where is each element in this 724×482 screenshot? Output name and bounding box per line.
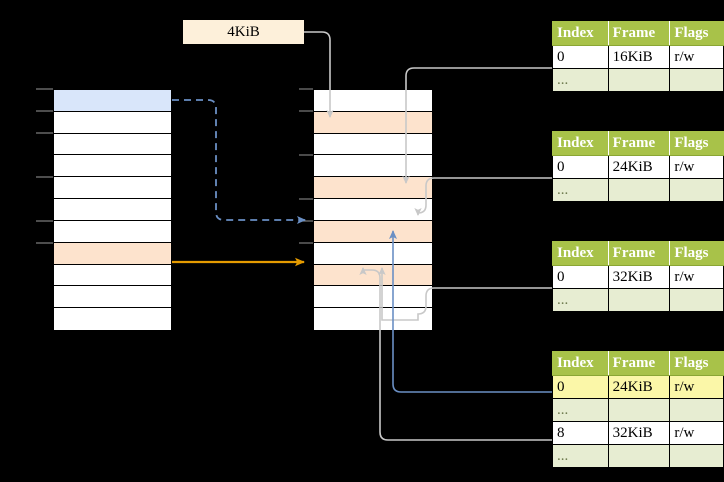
header-index: Index xyxy=(552,21,609,46)
connector-pt2-to-mem xyxy=(414,177,552,216)
cell-frame: 16KiB xyxy=(607,45,671,69)
cell-frame xyxy=(607,288,671,312)
cell-index: 0 xyxy=(552,45,609,69)
table-row[interactable]: 0 16KiB r/w xyxy=(552,45,724,69)
physical-memory-column xyxy=(313,89,433,331)
cell-frame: 24KiB xyxy=(607,155,671,179)
table-row[interactable]: 0 24KiB r/w xyxy=(552,375,724,399)
page-table-4: Index Frame Flags 0 24KiB r/w ... 8 32Ki… xyxy=(552,351,724,468)
virtual-page-row[interactable] xyxy=(54,199,171,221)
header-frame: Frame xyxy=(607,21,671,46)
physical-frame-row[interactable] xyxy=(314,155,432,178)
cell-index: ... xyxy=(552,288,609,312)
cell-flags xyxy=(669,444,724,468)
left-column-ticks xyxy=(36,88,53,244)
cell-frame: 32KiB xyxy=(607,265,671,289)
virtual-page-row[interactable] xyxy=(54,242,171,265)
page-size-label: 4KiB xyxy=(183,20,304,44)
virtual-page-row[interactable] xyxy=(54,111,171,134)
header-frame: Frame xyxy=(607,351,671,376)
cell-flags xyxy=(669,68,724,92)
cell-flags xyxy=(669,288,724,312)
table-row[interactable]: 8 32KiB r/w xyxy=(552,421,724,445)
cell-index: ... xyxy=(552,444,609,468)
physical-frame-row[interactable] xyxy=(314,133,432,156)
table-header-row: Index Frame Flags xyxy=(552,21,724,46)
connector-blue-page-mapping xyxy=(172,99,306,224)
physical-frame-row[interactable] xyxy=(314,308,432,330)
physical-frame-row[interactable] xyxy=(314,264,432,287)
cell-index: 8 xyxy=(552,421,609,445)
table-header-row: Index Frame Flags xyxy=(552,241,724,266)
table-row[interactable]: ... xyxy=(552,444,724,468)
header-flags: Flags xyxy=(669,241,724,266)
cell-frame xyxy=(607,68,671,92)
table-row[interactable]: 0 32KiB r/w xyxy=(552,265,724,289)
header-frame: Frame xyxy=(607,131,671,156)
header-index: Index xyxy=(552,241,609,266)
header-flags: Flags xyxy=(669,131,724,156)
page-table-3: Index Frame Flags 0 32KiB r/w ... xyxy=(552,241,724,312)
header-index: Index xyxy=(552,131,609,156)
virtual-page-row[interactable] xyxy=(54,133,171,156)
cell-frame xyxy=(607,398,671,422)
cell-frame: 24KiB xyxy=(607,375,671,399)
cell-index: ... xyxy=(552,398,609,422)
cell-flags: r/w xyxy=(669,155,724,179)
table-row[interactable]: ... xyxy=(552,68,724,92)
virtual-page-row[interactable] xyxy=(54,177,171,200)
virtual-page-row[interactable] xyxy=(54,308,171,330)
virtual-page-row[interactable] xyxy=(54,90,171,112)
table-row[interactable]: ... xyxy=(552,398,724,422)
physical-frame-row[interactable] xyxy=(314,90,432,112)
cell-frame xyxy=(607,444,671,468)
table-header-row: Index Frame Flags xyxy=(552,131,724,156)
page-table-1: Index Frame Flags 0 16KiB r/w ... xyxy=(552,21,724,92)
header-flags: Flags xyxy=(669,351,724,376)
physical-frame-row[interactable] xyxy=(314,111,432,134)
cell-flags: r/w xyxy=(669,375,724,399)
physical-frame-row[interactable] xyxy=(314,199,432,221)
table-row[interactable]: ... xyxy=(552,288,724,312)
virtual-page-row[interactable] xyxy=(54,220,171,243)
cell-index: 0 xyxy=(552,155,609,179)
cell-flags xyxy=(669,178,724,202)
header-index: Index xyxy=(552,351,609,376)
cell-flags xyxy=(669,398,724,422)
header-flags: Flags xyxy=(669,21,724,46)
middle-column-ticks xyxy=(299,88,313,244)
virtual-page-row[interactable] xyxy=(54,286,171,309)
cell-index: 0 xyxy=(552,375,609,399)
physical-frame-row[interactable] xyxy=(314,286,432,309)
table-header-row: Index Frame Flags xyxy=(552,351,724,376)
table-row[interactable]: 0 24KiB r/w xyxy=(552,155,724,179)
physical-frame-row[interactable] xyxy=(314,220,432,243)
cell-frame: 32KiB xyxy=(607,421,671,445)
physical-frame-row[interactable] xyxy=(314,177,432,200)
cell-index: ... xyxy=(552,178,609,202)
cell-frame xyxy=(607,178,671,202)
header-frame: Frame xyxy=(607,241,671,266)
cell-index: 0 xyxy=(552,265,609,289)
virtual-address-space-column xyxy=(53,89,172,331)
cell-flags: r/w xyxy=(669,421,724,445)
cell-index: ... xyxy=(552,68,609,92)
physical-frame-row[interactable] xyxy=(314,242,432,265)
virtual-page-row[interactable] xyxy=(54,155,171,178)
page-table-2: Index Frame Flags 0 24KiB r/w ... xyxy=(552,131,724,202)
virtual-page-row[interactable] xyxy=(54,264,171,287)
cell-flags: r/w xyxy=(669,265,724,289)
table-row[interactable]: ... xyxy=(552,178,724,202)
cell-flags: r/w xyxy=(669,45,724,69)
